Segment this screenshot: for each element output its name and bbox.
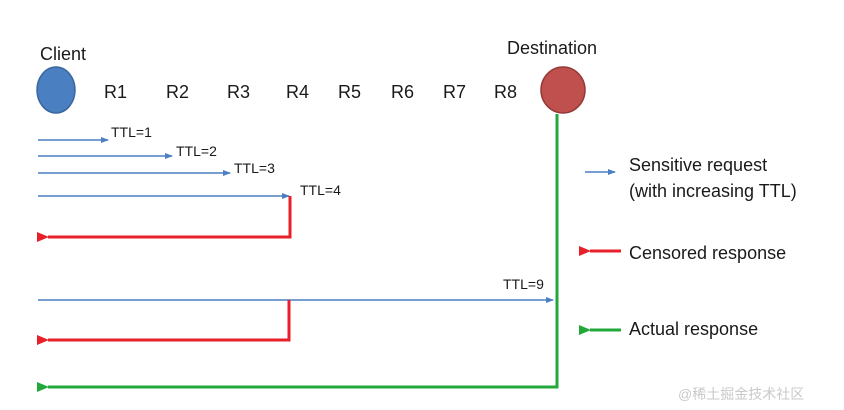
ttl-label-3: TTL=3 xyxy=(234,160,275,176)
router-label-r7: R7 xyxy=(443,82,466,102)
router-label-r2: R2 xyxy=(166,82,189,102)
destination-label: Destination xyxy=(507,38,597,58)
legend-request-line2: (with increasing TTL) xyxy=(629,181,797,201)
router-label-r4: R4 xyxy=(286,82,309,102)
censored-response-arrow-2 xyxy=(37,300,291,345)
legend-censored-label: Censored response xyxy=(629,243,786,263)
router-label-r8: R8 xyxy=(494,82,517,102)
router-label-r3: R3 xyxy=(227,82,250,102)
ttl-label-9: TTL=9 xyxy=(503,276,544,292)
client-label: Client xyxy=(40,44,86,64)
destination-node xyxy=(540,66,586,114)
client-node xyxy=(36,66,76,114)
ttl-label-1: TTL=1 xyxy=(111,124,152,140)
actual-response-arrow xyxy=(37,114,559,392)
legend-request-line1: Sensitive request xyxy=(629,155,767,175)
router-label-r5: R5 xyxy=(338,82,361,102)
router-label-r6: R6 xyxy=(391,82,414,102)
ttl-label-2: TTL=2 xyxy=(176,143,217,159)
ttl-label-4: TTL=4 xyxy=(300,182,341,198)
legend-actual-label: Actual response xyxy=(629,319,758,339)
watermark: @稀土掘金技术社区 xyxy=(678,386,804,402)
router-label-r1: R1 xyxy=(104,82,127,102)
censored-response-arrow-1 xyxy=(37,196,292,242)
